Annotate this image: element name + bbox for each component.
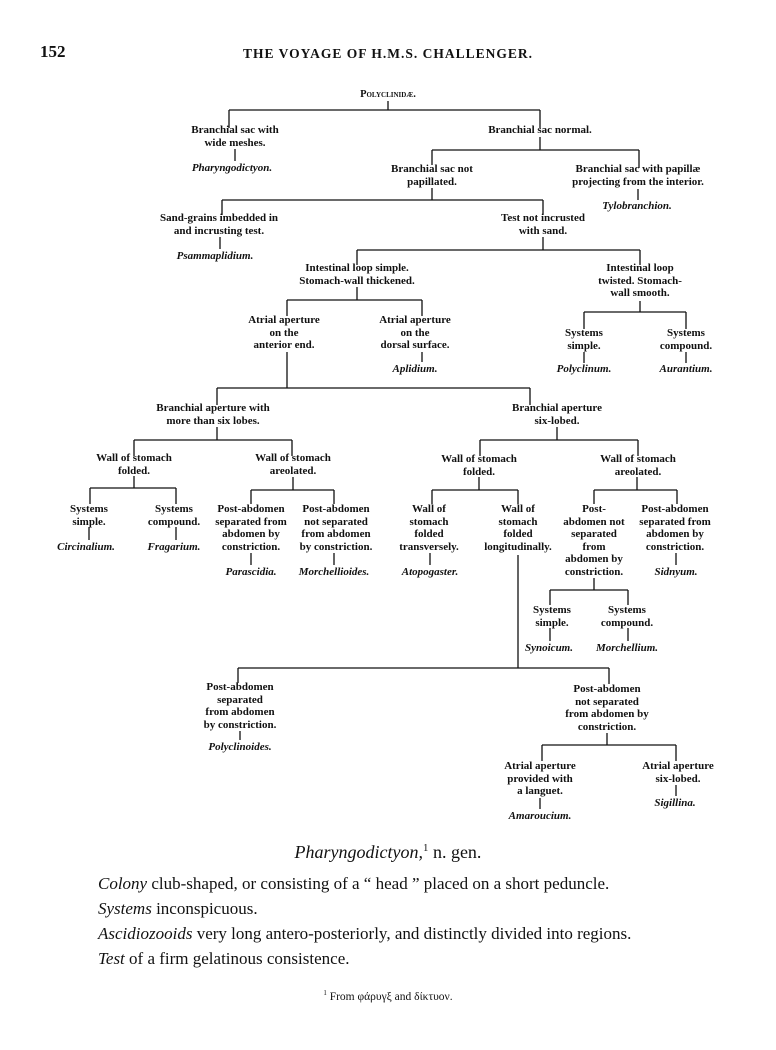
term: Test [98,949,125,968]
tree-node: Systems simple. [565,327,603,352]
genus-status: n. gen. [428,842,482,862]
footnote-mark: 1 [323,990,327,997]
footnote-ref: 1 [423,842,429,854]
genus-label: Sigillina. [654,797,696,809]
tree-node: Atrial aperture six-lobed. [642,760,714,785]
tree-node: Systems simple. [533,604,571,629]
genus-label: Fragarium. [147,541,201,553]
genus-label: Polyclinoides. [208,741,272,753]
tree-node: Test not incrusted with sand. [501,212,585,237]
genus-label: Synoicum. [525,642,573,654]
tree-node: Intestinal loop simple. Stomach-wall thi… [299,262,415,287]
running-title: THE VOYAGE OF H.M.S. CHALLENGER. [242,46,534,61]
genus-label: Aurantium. [659,363,713,375]
tree-node: Post-abdomen separated from abdomen by c… [203,681,277,731]
genus-label: Parascidia. [225,566,277,578]
tree-node: Atrial aperture on the dorsal surface. [379,314,451,351]
genus-label: Amaroucium. [508,810,572,822]
tree-node: Branchial aperture with more than six lo… [156,402,270,427]
term: Colony [98,874,148,893]
tree-node: Systems compound. [659,327,713,352]
footnote-text: From φάρυγξ and δίκτυον. [326,990,453,1003]
tree-node: Post- abdomen not separated from abdomen… [563,503,625,578]
tree-node: Branchial sac normal. [488,124,592,136]
description-paragraph: Systems inconspicuous. [98,899,258,919]
genus-label: Morchellioides. [298,566,370,578]
tree-node: Systems compound. [600,604,654,629]
genus-label: Tylobranchion. [602,200,672,212]
description-paragraph: Ascidiozooids very long antero-posterior… [98,924,631,944]
tree-node: Systems compound. [147,503,201,528]
tree-root: Polyclinidæ. [360,89,416,100]
tree-node: Branchial sac not papillated. [391,163,473,188]
definition: very long antero-posteriorly, and distin… [192,924,632,943]
tree-node: Sand-grains imbedded in and incrusting t… [160,212,278,237]
tree-node: Intestinal loop twisted. Stomach- wall s… [598,262,682,299]
page-number: 152 [40,42,66,61]
tree-node: Wall of stomach folded longitudinally. [484,503,552,553]
tree-node: Systems simple. [70,503,108,528]
definition: of a firm gelatinous consistence. [124,949,350,968]
tree-node: Post-abdomen separated from abdomen by c… [215,503,287,553]
tree-node: Post-abdomen separated from abdomen by c… [639,503,711,553]
genus-label: Aplidium. [392,363,438,375]
tree-node: Wall of stomach folded. [96,452,172,477]
description-paragraph: Test of a firm gelatinous consistence. [98,949,350,969]
tree-node: Branchial sac with wide meshes. [191,124,279,149]
term: Ascidiozooids [98,924,193,943]
tree-node: Atrial aperture on the anterior end. [248,314,320,351]
genus-name: Pharyngodictyon, [294,842,424,862]
genus-heading: Pharyngodictyon,1 n. gen. [0,842,776,863]
genus-label: Atopogaster. [401,566,459,578]
genus-label: Psammaplidium. [176,250,254,262]
tree-node: Branchial sac with papillæ projecting fr… [572,163,704,188]
definition: inconspicuous. [151,899,258,918]
tree-node: Wall of stomach areolated. [255,452,331,477]
definition: club-shaped, or consisting of a “ head ”… [147,874,610,893]
tree-node: Post-abdomen not separated from abdomen … [565,683,649,733]
tree-node: Branchial aperture six-lobed. [512,402,602,427]
description-paragraph: Colony club-shaped, or consisting of a “… [98,874,609,894]
genus-label: Morchellium. [595,642,659,654]
tree-node: Wall of stomach areolated. [600,453,676,478]
footnote: 1 From φάρυγξ and δίκτυον. [0,990,776,1003]
tree-node: Wall of stomach folded transversely. [399,503,459,553]
tree-node: Post-abdomen not separated from abdomen … [299,503,373,553]
genus-label: Sidnyum. [654,566,698,578]
genus-label: Pharyngodictyon. [191,162,273,174]
tree-node: Atrial aperture provided with a languet. [504,760,576,797]
tree-node: Wall of stomach folded. [441,453,517,478]
genus-label: Polyclinum. [556,363,612,375]
term: Systems [98,899,152,918]
genus-label: Circinalium. [57,541,115,553]
